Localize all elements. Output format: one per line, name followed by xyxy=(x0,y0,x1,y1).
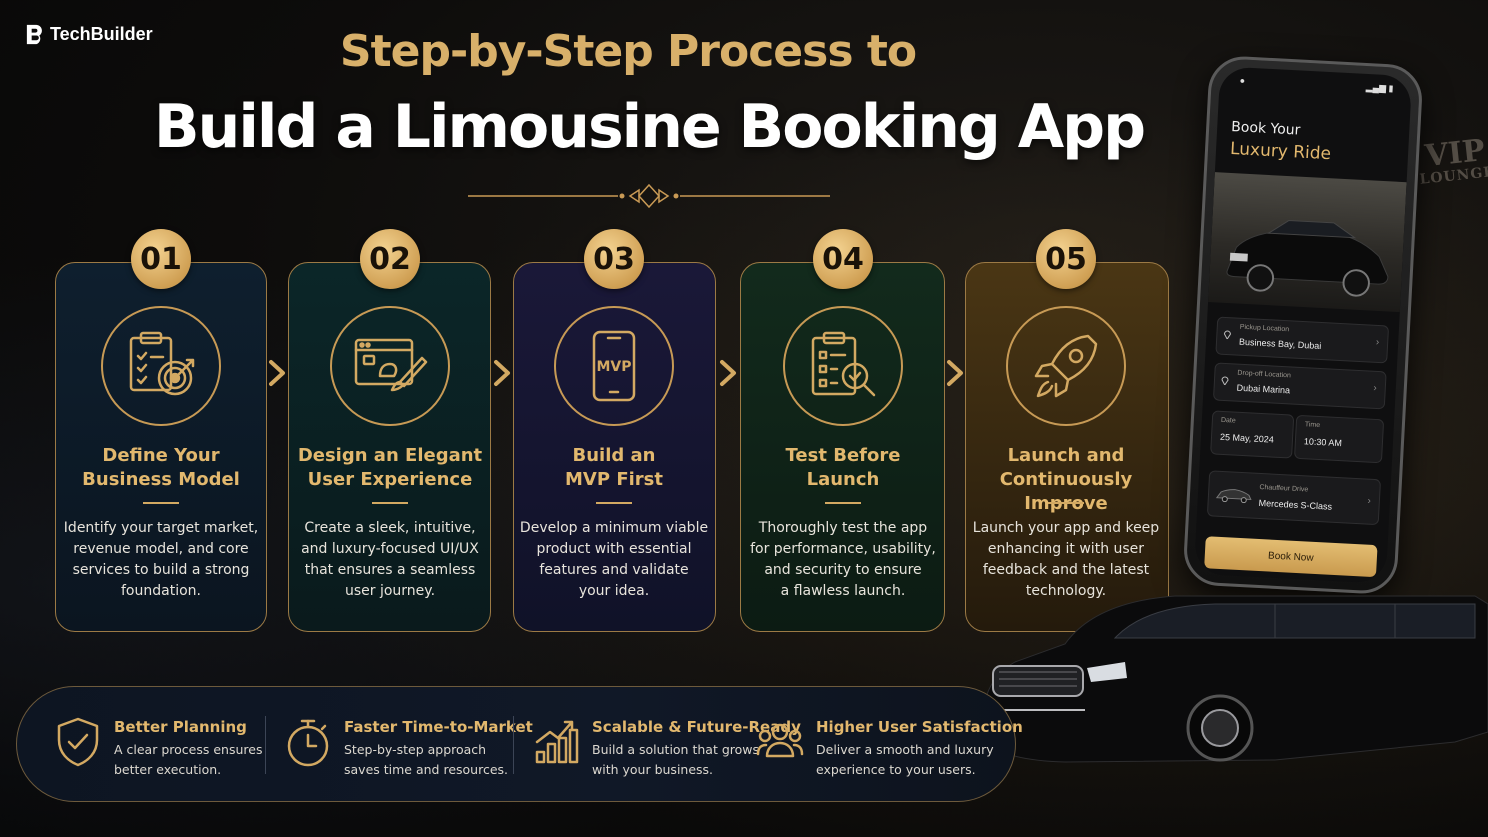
svg-text:MVP: MVP xyxy=(596,359,631,375)
dropoff-location-field[interactable]: Drop-off Location Dubai Marina › xyxy=(1212,362,1387,410)
step-icon-circle-4 xyxy=(783,306,903,426)
benefit-title: Scalable & Future-Ready xyxy=(592,718,801,736)
brand-name: TechBuilder xyxy=(50,24,153,44)
benefits-bar xyxy=(16,686,1016,802)
benefit-title: Better Planning xyxy=(114,718,247,736)
chevron-right-icon: › xyxy=(1367,495,1372,507)
time-field[interactable]: Time 10:30 AM xyxy=(1293,414,1385,464)
car-thumbnail-icon xyxy=(1215,489,1252,504)
chevron-right-icon xyxy=(947,360,963,386)
date-value: 25 May, 2024 xyxy=(1219,431,1275,445)
step-divider-1 xyxy=(143,502,179,504)
phone-status-bar: ●▂▄▆ ▮ xyxy=(1239,75,1394,94)
step-icon-circle-2 xyxy=(330,306,450,426)
dropoff-value: Dubai Marina xyxy=(1236,382,1291,396)
vehicle-value: Mercedes S-Class xyxy=(1258,497,1333,512)
step-desc-2: Create a sleek, intuitive,and luxury-foc… xyxy=(301,520,479,599)
step-divider-3 xyxy=(596,502,632,504)
step-number-4: 04 xyxy=(813,229,873,289)
time-label: Time xyxy=(1304,421,1321,430)
location-pin-icon xyxy=(1223,330,1231,340)
date-field[interactable]: Date 25 May, 2024 xyxy=(1210,410,1295,459)
shield-check-icon xyxy=(57,717,99,767)
book-now-button[interactable]: Book Now xyxy=(1204,536,1378,578)
benefit-title: Higher User Satisfaction xyxy=(816,718,1023,736)
growth-chart-icon xyxy=(535,720,579,764)
location-pin-icon xyxy=(1221,376,1229,386)
users-icon xyxy=(756,723,804,758)
step-icon-circle-1 xyxy=(101,306,221,426)
step-divider-2 xyxy=(372,502,408,504)
vehicle-label: Chauffeur Drive xyxy=(1259,483,1309,494)
sedan-icon xyxy=(1226,220,1389,297)
step-number-5: 05 xyxy=(1036,229,1096,289)
brand-logo: TechBuilder xyxy=(24,23,153,46)
step-icon-circle-5 xyxy=(1006,306,1126,426)
car-photo xyxy=(1208,172,1407,313)
pickup-label: Pickup Location xyxy=(1239,323,1290,334)
chevron-right-icon: › xyxy=(1375,336,1380,349)
step-desc-1: Identify your target market,revenue mode… xyxy=(63,520,259,599)
target-clipboard-icon xyxy=(129,331,195,396)
benefit-2: Faster Time-to-Market Step-by-step appro… xyxy=(284,716,533,780)
step-divider-5 xyxy=(1048,502,1084,504)
pickup-value: Business Bay, Dubai xyxy=(1238,336,1322,351)
title-line-1: Step-by-Step Process to xyxy=(339,26,917,77)
design-window-brush-icon xyxy=(354,338,428,392)
chevron-right-icon xyxy=(720,360,736,386)
rocket-icon xyxy=(1034,334,1098,398)
chevron-right-icon xyxy=(269,360,285,386)
step-icon-circle-3: MVP xyxy=(554,306,674,426)
chevron-right-icon: › xyxy=(1373,382,1378,394)
phone-mockup: ●▂▄▆ ▮ Book Your Luxury Ride Pickup Loca… xyxy=(1182,54,1424,596)
phone-screen: ●▂▄▆ ▮ Book Your Luxury Ride Pickup Loca… xyxy=(1193,66,1413,584)
ornament-divider xyxy=(468,183,830,209)
time-value: 10:30 AM xyxy=(1303,436,1343,449)
vehicle-select[interactable]: Chauffeur Drive Mercedes S-Class › xyxy=(1206,470,1382,526)
vip-lounge-sign: VIP LOUNGE xyxy=(1418,133,1488,188)
test-clipboard-magnifier-icon xyxy=(811,331,876,397)
pickup-location-field[interactable]: Pickup Location Business Bay, Dubai › xyxy=(1215,316,1390,364)
dropoff-label: Drop-off Location xyxy=(1237,369,1292,380)
benefit-3: Scalable & Future-Ready Build a solution… xyxy=(532,716,801,780)
step-number-1: 01 xyxy=(131,229,191,289)
step-number-2: 02 xyxy=(360,229,420,289)
phone-title-line-2: Luxury Ride xyxy=(1229,138,1332,165)
limousine-image xyxy=(982,595,1488,763)
mvp-phone-icon: MVP xyxy=(592,330,636,402)
stopwatch-icon xyxy=(287,719,329,767)
chevron-right-icon xyxy=(494,360,510,386)
benefit-title: Faster Time-to-Market xyxy=(344,718,533,736)
step-number-3: 03 xyxy=(584,229,644,289)
benefit-4: Higher User Satisfaction Deliver a smoot… xyxy=(756,716,1023,780)
phone-title-line-1: Book Your xyxy=(1230,118,1301,139)
benefit-separator xyxy=(513,716,514,774)
step-divider-4 xyxy=(825,502,861,504)
benefit-separator xyxy=(265,716,266,774)
techbuilder-logo-icon xyxy=(26,24,42,45)
title-line-2: Build a Limousine Booking App xyxy=(153,92,1146,162)
date-label: Date xyxy=(1220,416,1236,425)
